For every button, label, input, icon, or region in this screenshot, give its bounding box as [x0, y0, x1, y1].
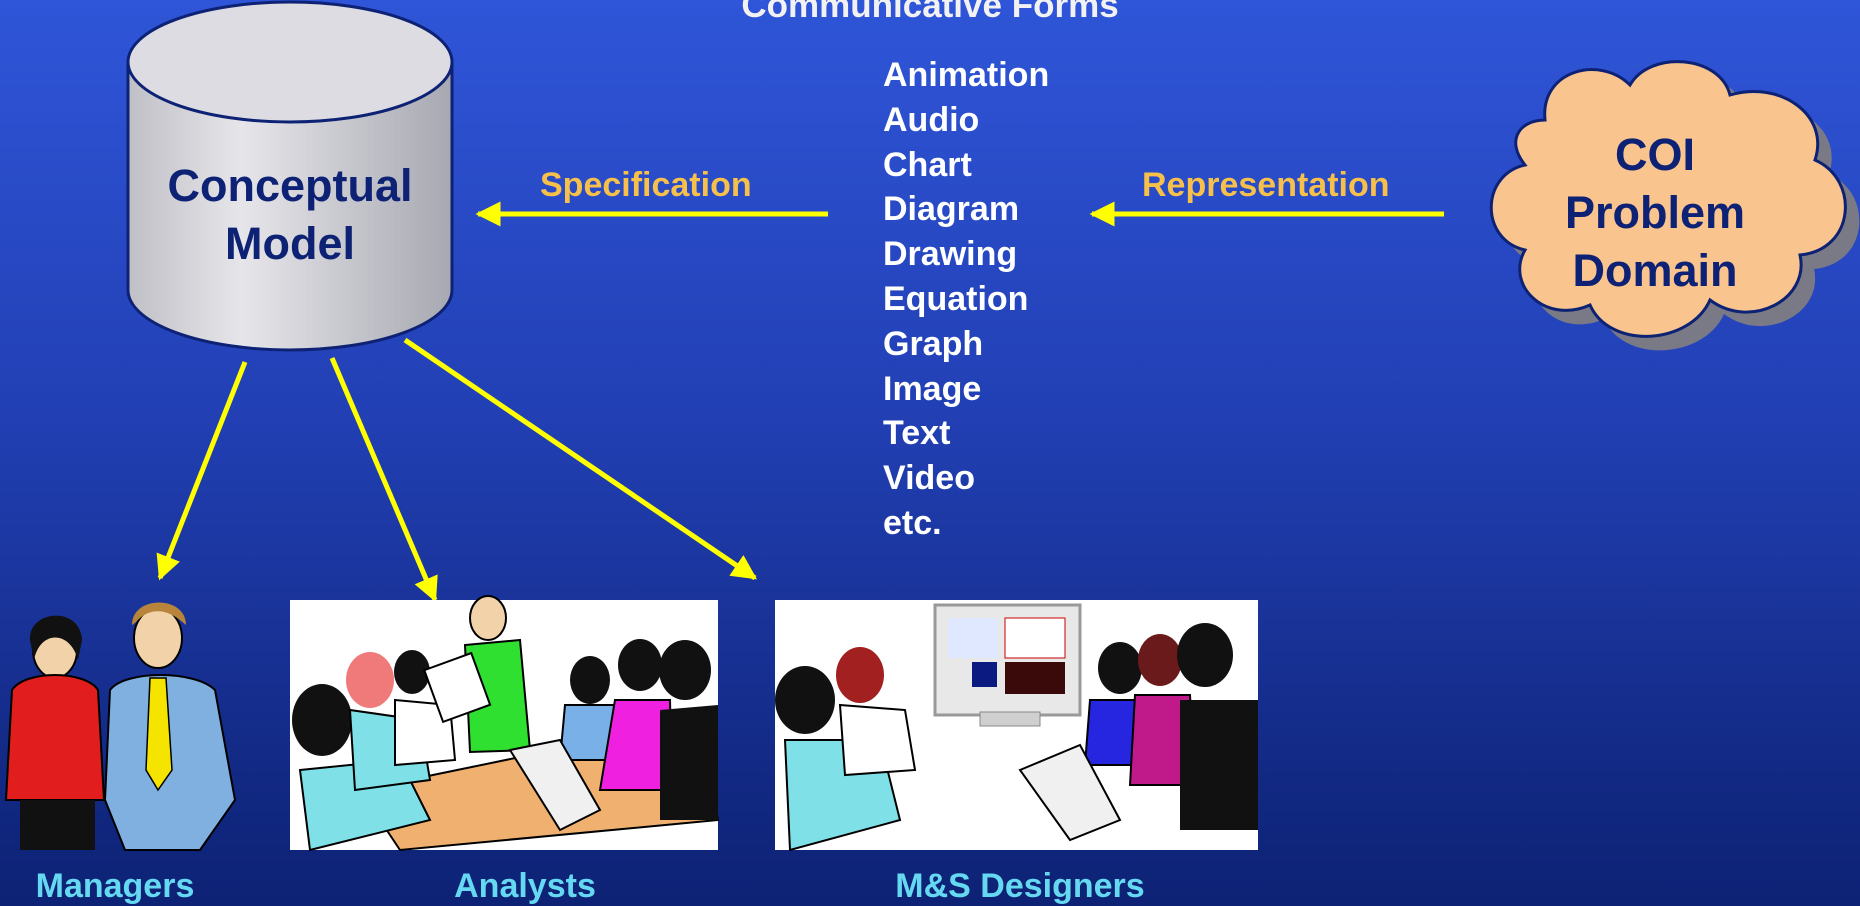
form-item: Audio	[883, 100, 980, 139]
form-item: Animation	[883, 56, 1050, 94]
arrow-to-analysts	[329, 357, 438, 603]
coi-label: COI Problem Domain	[1525, 126, 1785, 300]
designers-caption: M&S Designers	[895, 867, 1145, 905]
managers-caption: Managers	[35, 867, 195, 905]
form-item: Equation	[883, 279, 1029, 318]
arrow-to-managers	[156, 361, 248, 581]
form-item: Drawing	[883, 235, 1018, 274]
coi-line1: COI	[1614, 129, 1695, 180]
form-item: Video	[883, 459, 975, 498]
form-item: Image	[883, 369, 982, 408]
arrow-to-designers	[403, 337, 758, 581]
page-title: Communicative Forms	[741, 0, 1119, 25]
form-item: Graph	[883, 324, 984, 363]
conceptual-model-label: Conceptual Model	[130, 157, 450, 273]
analysts-illustration	[290, 595, 720, 852]
managers-illustration	[4, 602, 237, 851]
analysts-caption: Analysts	[454, 867, 596, 905]
representation-label: Representation	[1142, 166, 1390, 204]
conceptual-model-line2: Model	[225, 218, 355, 269]
form-item: Diagram	[883, 190, 1020, 229]
designers-illustration	[775, 600, 1258, 852]
specification-label: Specification	[540, 166, 752, 204]
coi-cloud	[1489, 60, 1860, 351]
conceptual-model-line1: Conceptual	[167, 160, 413, 211]
conceptual-model-cylinder	[126, 0, 454, 352]
coi-line3: Domain	[1572, 245, 1738, 296]
coi-line2: Problem	[1564, 187, 1746, 238]
form-item: etc.	[883, 503, 942, 542]
form-item: Text	[883, 414, 951, 453]
communicative-forms-list: Animation Audio Chart Diagram Drawing Eq…	[883, 53, 1049, 546]
form-item: Chart	[883, 145, 972, 184]
